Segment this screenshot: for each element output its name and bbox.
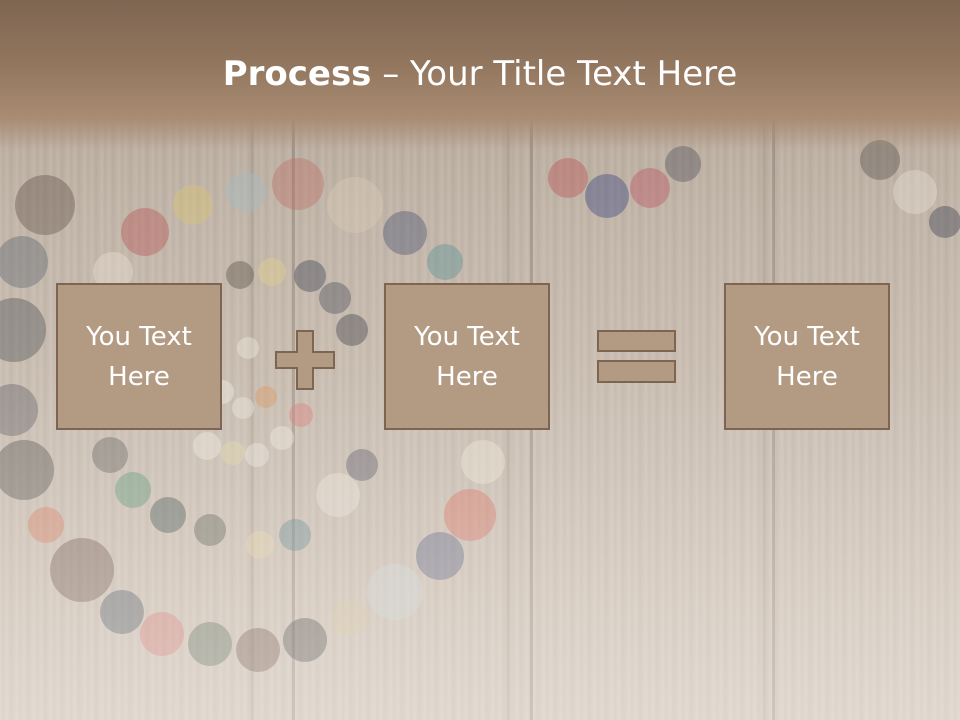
process-box-1[interactable]: You Text Here [56, 283, 222, 430]
wood-plank-seam [292, 120, 295, 720]
title-rest: – Your Title Text Here [371, 54, 738, 94]
process-box-2-text: You Text Here [414, 321, 520, 392]
process-box-3[interactable]: You Text Here [724, 283, 890, 430]
title-banner [0, 0, 960, 150]
equals-icon [597, 330, 676, 383]
plus-icon [275, 330, 335, 390]
process-box-2[interactable]: You Text Here [384, 283, 550, 430]
process-box-3-text: You Text Here [754, 321, 860, 392]
title-bold: Process [222, 54, 372, 94]
process-box-1-text: You Text Here [86, 321, 192, 392]
slide-title[interactable]: Process – Your Title Text Here [0, 52, 960, 96]
